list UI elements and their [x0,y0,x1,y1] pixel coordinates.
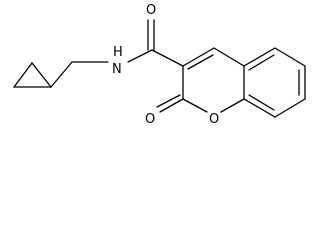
bond [243,98,276,118]
bond [13,62,33,88]
lactone-carbonyl-oxygen-label: O [145,112,155,127]
bond [159,98,184,113]
bond [182,98,208,113]
molecule-structure: O N H O O [13,3,306,127]
bond [243,47,276,67]
structure-canvas: O N H O O [13,3,306,127]
carbonyl-oxygen-label: O [146,3,156,18]
bond [151,49,184,67]
bond [248,54,275,71]
bond [156,94,181,108]
bond [248,94,275,111]
bond [274,47,306,67]
amide-hydrogen-label: H [113,45,123,60]
bond [127,49,153,63]
amide-nitrogen-label: N [112,62,122,77]
bond [274,98,306,118]
bond [187,54,214,70]
pyrone-ring [182,47,245,113]
bond [220,98,245,113]
ring-oxygen-label: O [209,112,219,127]
bond [213,47,245,67]
bond [50,61,73,88]
bond [31,62,52,88]
bond [182,47,215,67]
cyclopropyl-ring [13,62,52,88]
benzene-ring [243,47,306,118]
